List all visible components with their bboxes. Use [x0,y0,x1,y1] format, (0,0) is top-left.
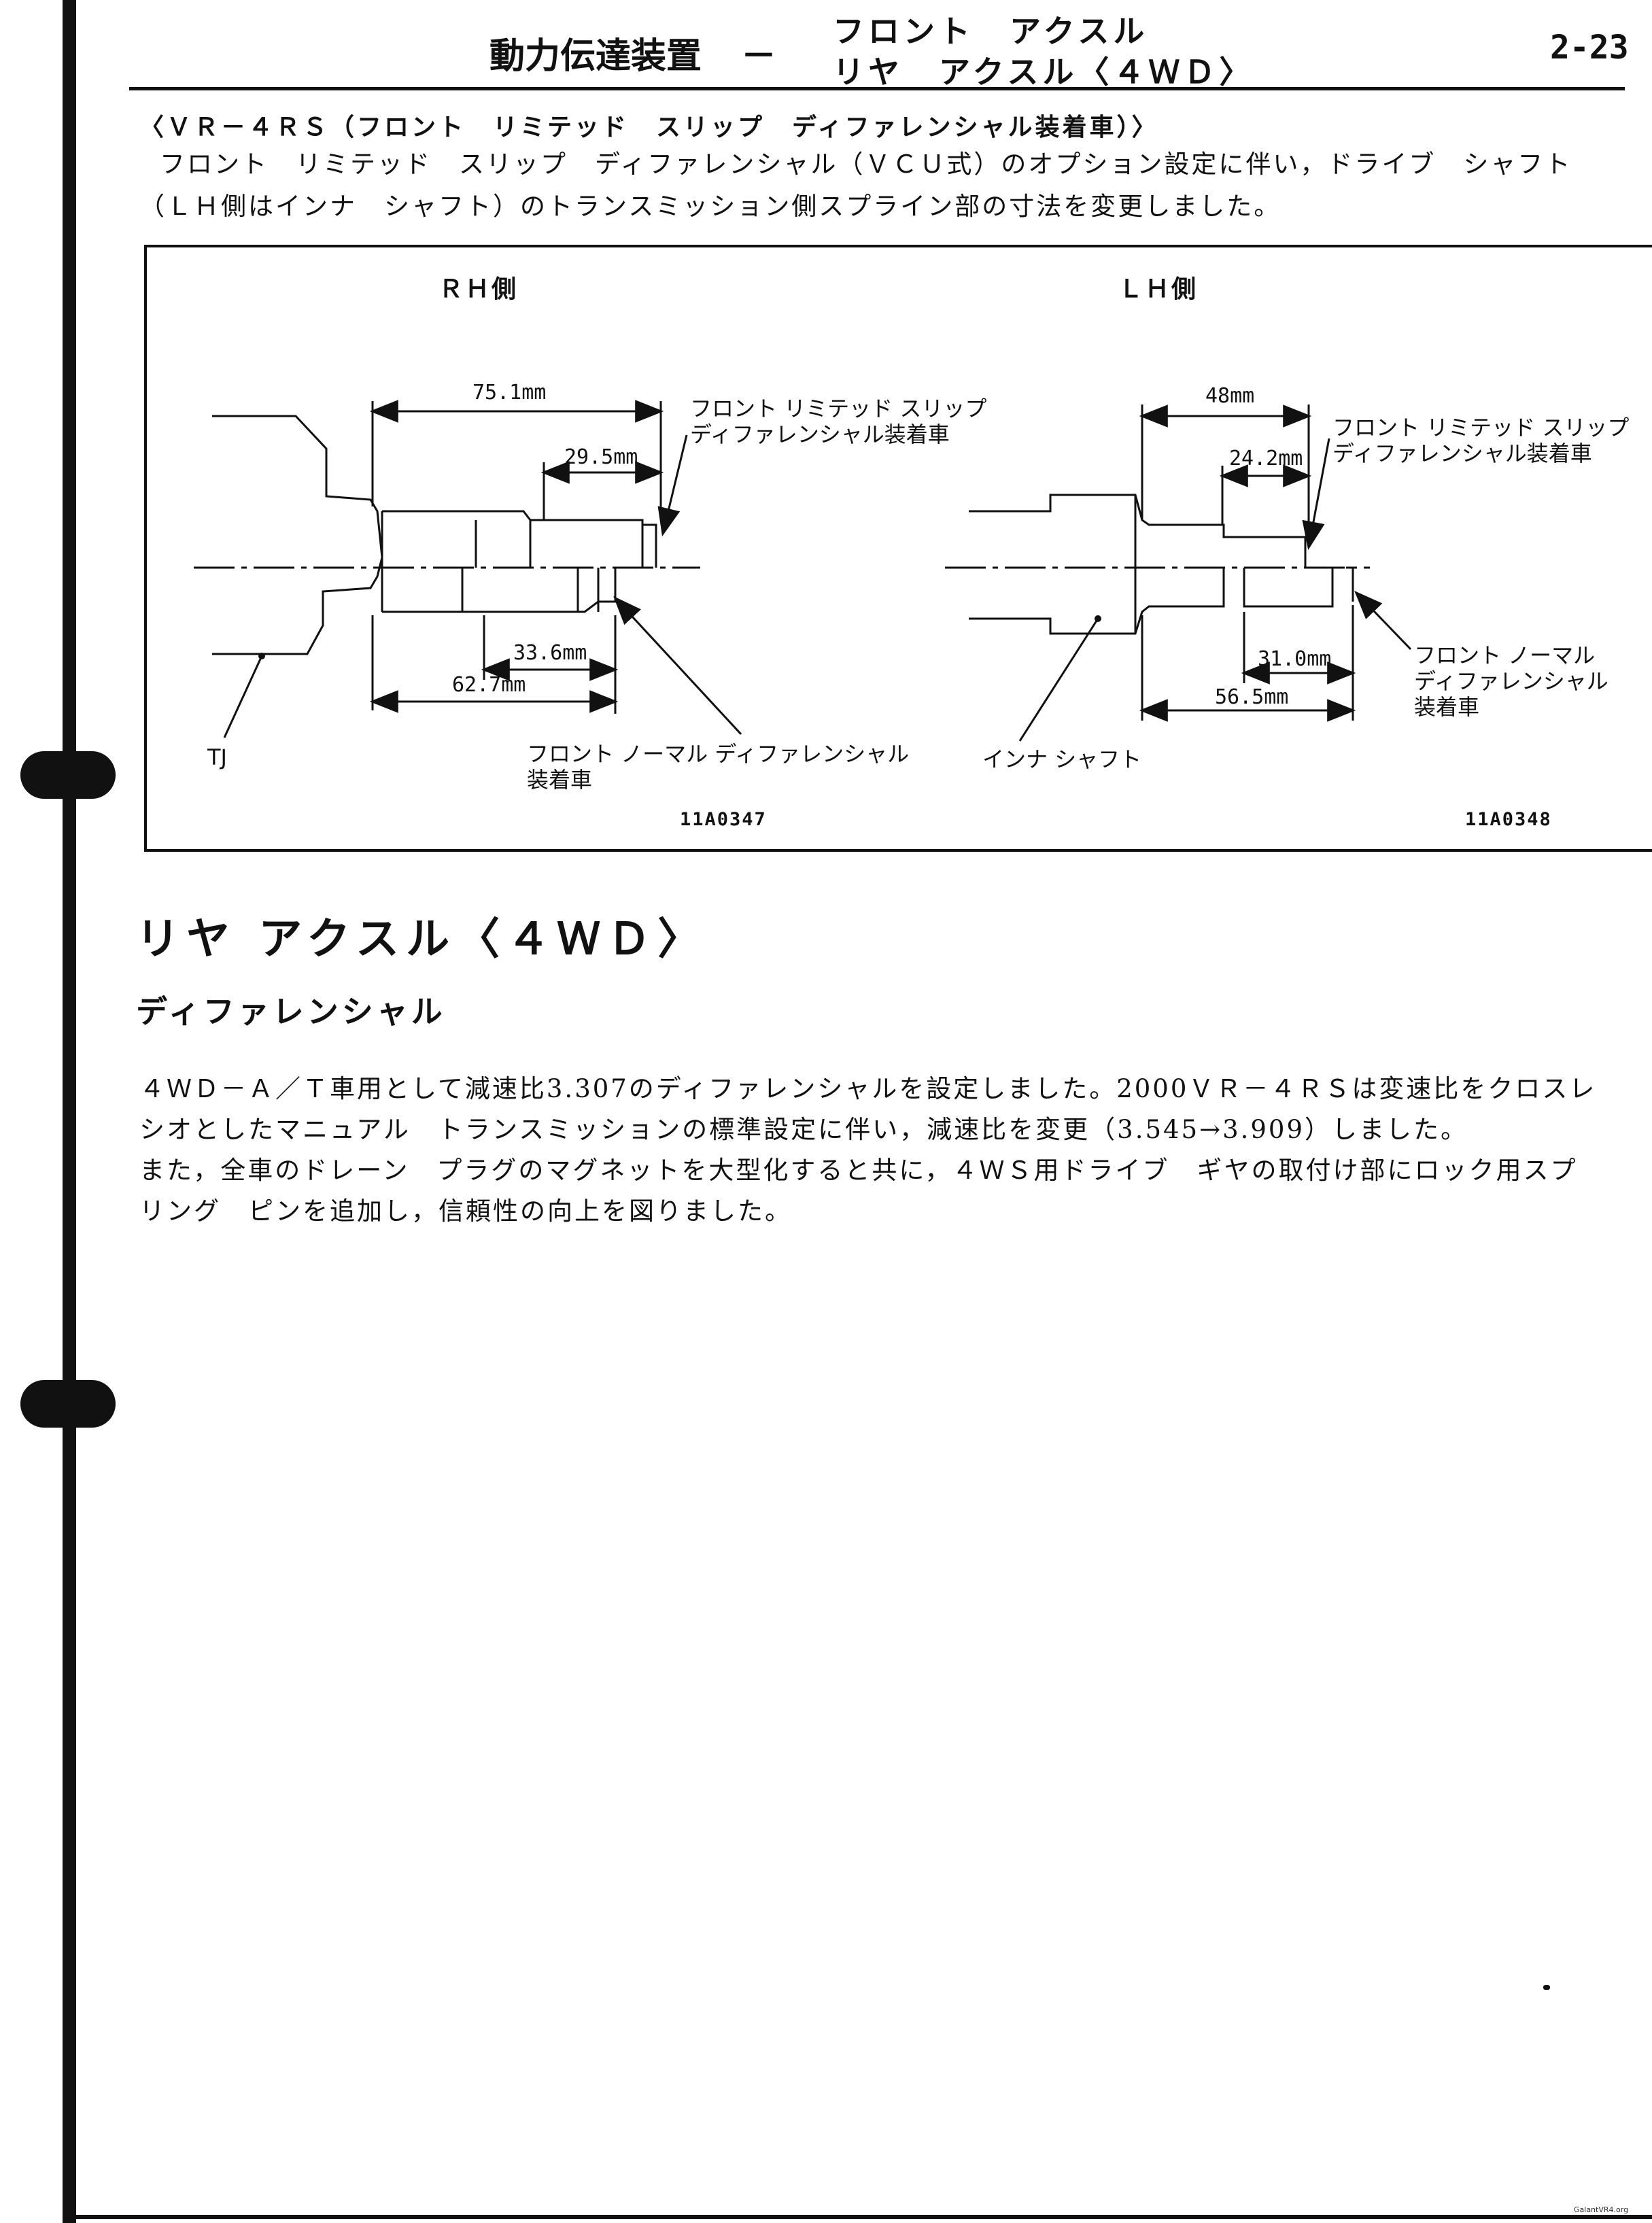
lh-note-lsd-2: ディファレンシャル装着車 [1332,441,1592,466]
lh-note-normal-1: フロント ノーマル [1414,642,1596,668]
header-rule [129,87,1625,90]
binding-ring-bottom [20,1380,116,1428]
rear-axle-para-2-line-2: リング ピンを追加し，信頼性の向上を図りました。 [139,1196,792,1226]
rh-note-lsd-1: フロント リミテッド スリップ [690,396,987,421]
lh-dim-total: 48mm [1205,384,1255,408]
vr4rs-body-line-2: （ＬＨ側はインナ シャフト）のトランスミッション側スプライン部の寸法を変更しまし… [139,192,1281,221]
rear-axle-para-1-line-2: シオとしたマニュアル トランスミッションの標準設定に伴い，減速比を変更（3.54… [139,1115,1468,1144]
rear-axle-para-2-line-1: また，全車のドレーン プラグのマグネットを大型化すると共に，４ＷＳ用ドライブ ギ… [139,1156,1578,1185]
speck-mark [1543,1985,1550,1990]
lh-note-normal-2: ディファレンシャル [1414,668,1608,694]
lh-inner-shaft-label: インナ シャフト [982,746,1142,772]
lh-note-normal-3: 装着車 [1414,694,1480,720]
figure-frame [144,245,1652,852]
rh-title: ＲＨ側 [438,275,519,303]
drive-shaft-drawing [194,400,1412,742]
rh-figure-id: 11A0347 [680,809,767,830]
vr4rs-body-line-1: フロント リミテッド スリップ ディファレンシャル（ＶＣＵ式）のオプション設定に… [160,150,1572,179]
page-number: 2-23 [1550,29,1629,67]
differential-heading: ディファレンシャル [136,993,446,1030]
rh-note-lsd-2: ディファレンシャル装着車 [690,421,950,447]
rh-tj-label: TJ [207,744,227,770]
header-section: 動力伝達装置 [489,36,702,77]
binding-ring-top [20,751,116,799]
binding-strip [63,0,76,2223]
vr4rs-heading: 〈ＶＲ－４ＲＳ（フロント リミテッド スリップ ディファレンシャル装着車）〉 [139,114,1159,141]
rear-axle-title: リヤ アクスル〈４ＷＤ〉 [136,914,708,965]
lh-title: ＬＨ側 [1118,275,1199,303]
rh-note-normal-1: フロント ノーマル ディファレンシャル [527,741,910,767]
rh-note-normal-2: 装着車 [527,767,593,793]
lh-note-lsd-1: フロント リミテッド スリップ [1332,415,1630,441]
lh-figure-id: 11A0348 [1465,809,1552,830]
header-subtitle-2: リヤ アクスル〈４ＷＤ〉 [833,54,1255,90]
bottom-rule [63,2215,1652,2219]
rear-axle-para-1-line-1: ４ＷＤ－Ａ／Ｔ車用として減速比3.307のディファレンシャルを設定しました。20… [139,1074,1597,1103]
watermark: GalantVR4.org [1574,2205,1629,2214]
header-subtitle-1: フロント アクスル [833,13,1149,50]
header-dash: － [741,36,777,77]
